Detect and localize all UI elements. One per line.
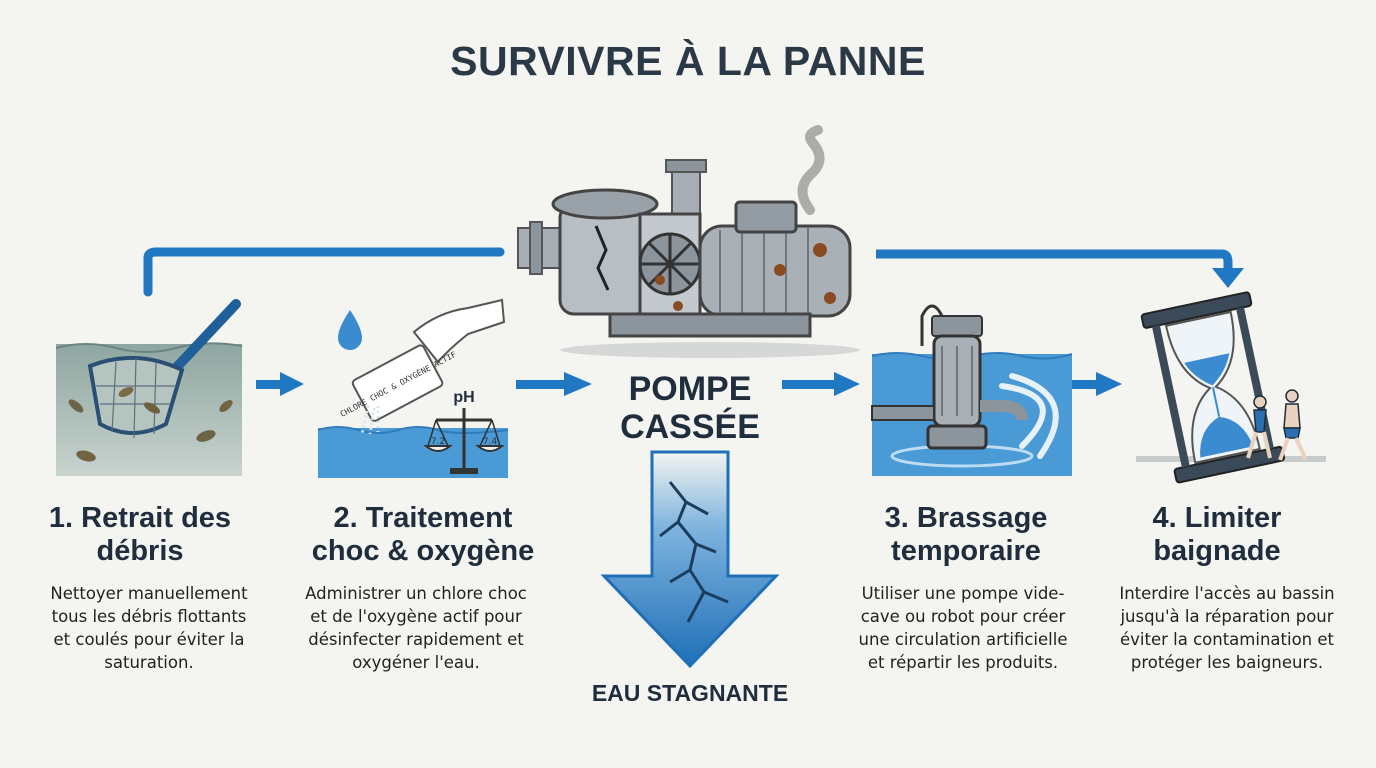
ph-value-left: 7.2 [431,437,445,447]
arrow-2-center [516,372,592,396]
ph-value-right: 7.4 [483,437,498,447]
power-cable [920,304,944,346]
smoke-icon [797,125,825,215]
step-1-title: 1. Retrait des débris [48,502,232,567]
arrow-3-4 [1072,372,1122,396]
step-3-title: 3. Brassage temporaire [884,502,1048,567]
broken-pump-illustration [517,125,860,358]
step-2-title: 2. Traitement choc & oxygène [311,502,535,567]
skimmer-net-illustration [55,299,243,476]
net-handle [171,299,241,373]
water-drop-icon [338,310,362,350]
step-3-description: Utiliser une pompe vide-cave ou robot po… [858,584,1068,672]
pump-label: POMPE CASSÉE [620,370,760,446]
step-2-description: Administrer un chlore choc et de l'oxygè… [305,584,527,672]
step-4-description: Interdire l'accès au bassin jusqu'à la r… [1119,584,1335,672]
ph-label: pH [453,389,474,406]
strainer-housing [558,202,652,316]
hand-icon [412,298,506,364]
bypass-line-left [143,247,505,297]
person-woman-icon [1246,395,1272,459]
stagnant-water-label: EAU STAGNANTE [591,680,789,706]
arrow-center-3 [782,372,860,396]
step-4-title: 4. Limiter baignade [1152,502,1282,567]
stagnant-water-arrow [600,450,780,669]
person-man-icon [1278,389,1308,461]
treatment-water [318,428,508,478]
chlorine-bag [351,344,444,422]
shock-treatment-illustration: CHLORE CHOC & OXYGÈNE ACTIF pH 7.2 7.4 [317,298,509,478]
arrow-1-2 [256,372,304,396]
bypass-arrow-head [1212,268,1244,288]
hourglass-illustration [1136,291,1326,484]
page-title: SURVIVRE À LA PANNE [450,38,926,84]
step-1-description: Nettoyer manuellement tous les débris fl… [50,584,248,672]
submersible-pump-illustration [871,304,1073,476]
bypass-line-right [876,249,1233,272]
